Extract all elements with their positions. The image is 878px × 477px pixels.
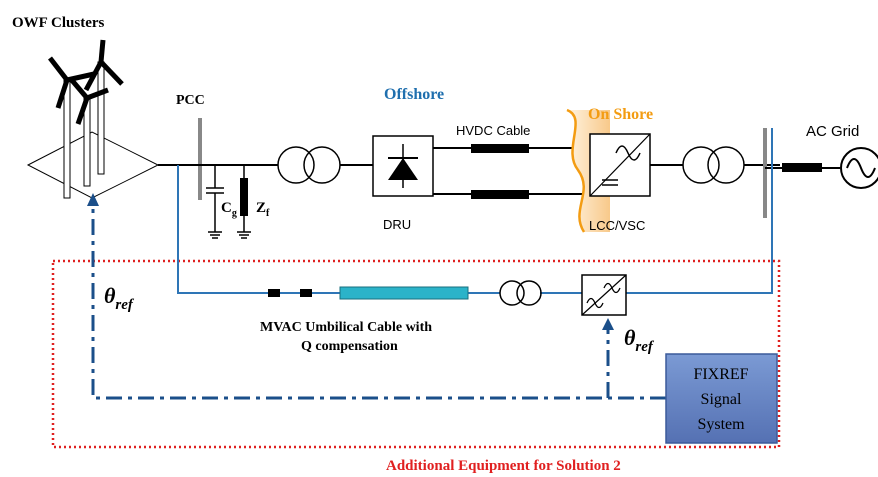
fixref-label-line2: Signal [701,391,742,408]
ac-ac-converter-icon [581,274,627,316]
dru-icon [372,135,434,197]
lcc-vsc-label: LCC/VSC [589,218,645,233]
additional-equipment-box [51,259,781,449]
umbilical-label-line2: Q compensation [301,339,398,354]
offshore-label: Offshore [384,86,444,103]
additional-equipment-label: Additional Equipment for Solution 2 [386,458,621,474]
ac-grid-source-icon [840,147,878,189]
fixref-label-line1: FIXREF [693,366,748,383]
umbilical-label-line1: MVAC Umbilical Cable with [260,320,432,335]
fixref-label-line3: System [697,416,745,433]
zf-label: Zf [256,200,270,219]
signal-path [91,205,666,400]
pcc-label: PCC [176,93,205,108]
lcc-vsc-converter-icon [589,133,651,197]
capacitor-cg [206,165,224,239]
offshore-transformer-icon [277,146,341,184]
on-shore-label: On Shore [588,106,653,123]
dru-label: DRU [383,217,411,232]
cable-joint-2 [300,289,312,297]
fixref-signal-system-box [665,353,778,444]
grid-cable [782,163,822,172]
shoreline [566,108,586,233]
mvac-umbilical-cable [339,286,469,300]
signal-arrow-to-owf [87,193,99,206]
ac-grid-label: AC Grid [806,123,859,140]
cg-label: Cg [221,200,237,219]
wind-farm-icon [26,39,160,199]
cable-joint-1 [268,289,280,297]
signal-arrow-to-converter [602,318,614,330]
theta-ref-label-converter: θref [624,325,655,355]
theta-ref-label-owf: θref [104,283,135,313]
umbilical-transformer-icon [499,280,542,306]
hvdc-cable-label: HVDC Cable [456,123,530,138]
hvdc-cables [433,144,590,199]
owf-clusters-title: OWF Clusters [12,15,105,31]
impedance-zf [237,165,251,239]
onshore-transformer-icon [682,146,745,184]
